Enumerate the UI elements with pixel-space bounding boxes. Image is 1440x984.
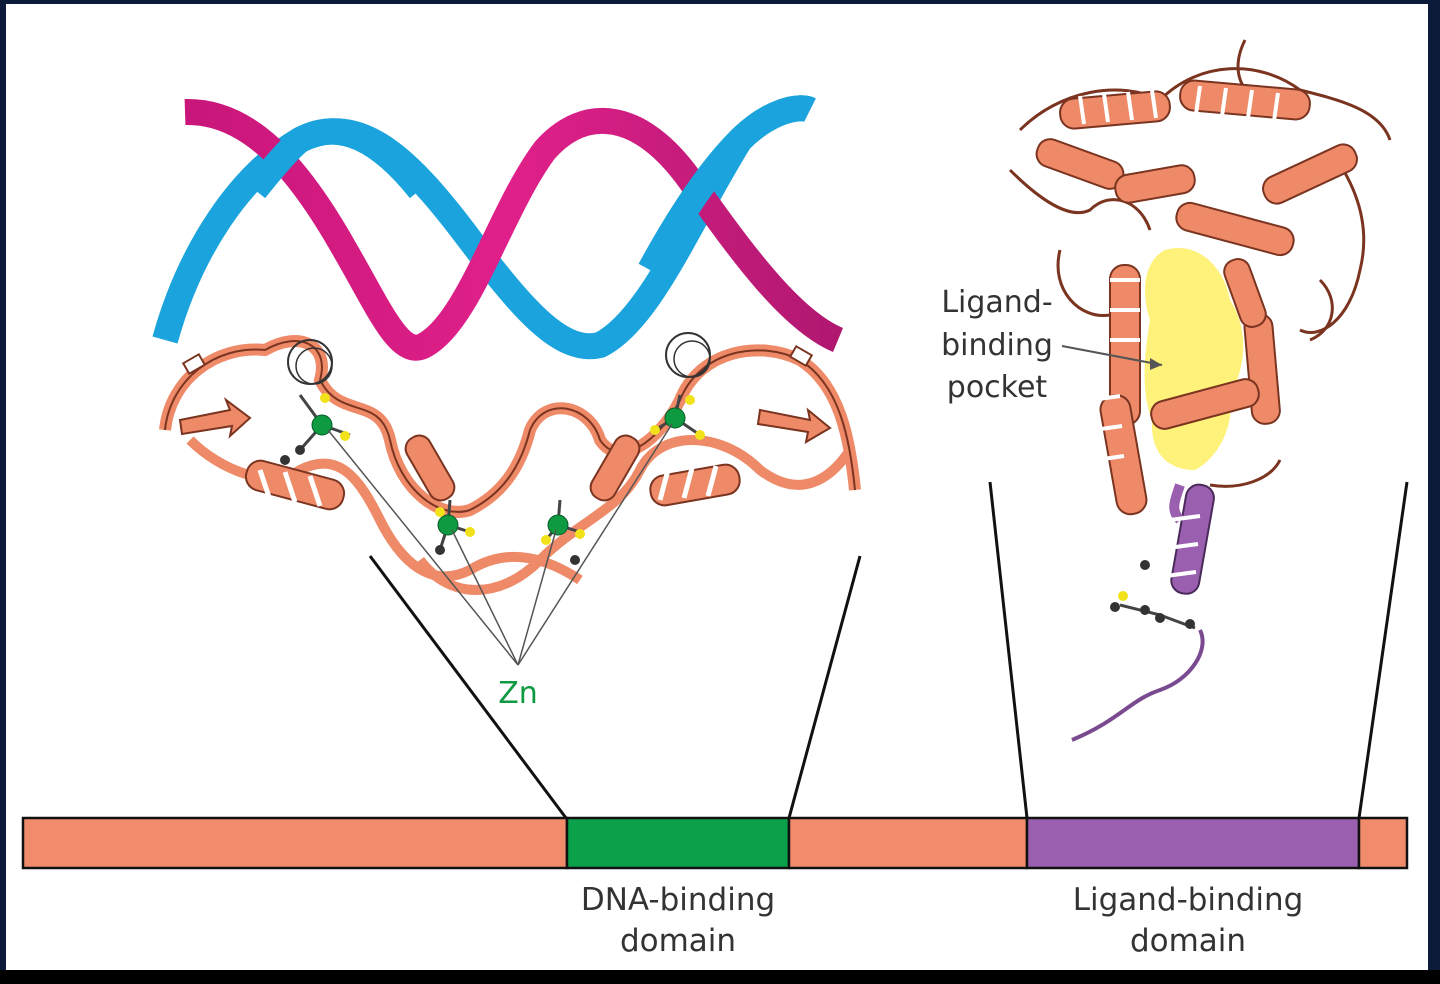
bar-segment-dna-binding xyxy=(565,816,791,870)
dbd-helix-left xyxy=(244,459,346,511)
dbd-helix-center-right xyxy=(589,434,641,502)
ligand-binding-domain-label-1: Ligand-binding xyxy=(1073,882,1304,918)
pocket-label-line-1: Ligand- xyxy=(941,285,1052,320)
bar-segment-n-terminal xyxy=(21,816,569,870)
dbd-strand-arrow-left xyxy=(178,397,252,439)
terminus-marker-right xyxy=(788,344,814,368)
protein-outline xyxy=(164,340,856,513)
zoom-line-dbd-right xyxy=(787,555,862,819)
helix-12 xyxy=(1071,483,1215,742)
domain-bar xyxy=(21,816,1409,870)
coil-ring-right xyxy=(665,332,711,378)
zinc-site-4 xyxy=(650,394,705,440)
zn-label: Zn xyxy=(498,676,538,711)
zoom-line-dbd-left xyxy=(368,555,568,819)
bottom-border xyxy=(0,970,1440,984)
pocket-pointer xyxy=(1061,345,1163,366)
ligand-binding-domain-label-2: domain xyxy=(1130,923,1246,959)
pocket-label-line-2: binding xyxy=(941,328,1053,363)
dna-strand-blue-front xyxy=(244,118,431,199)
c-terminal-tail xyxy=(1071,629,1205,742)
lbd-side-chains xyxy=(1110,560,1196,630)
bar-segment-ligand-binding xyxy=(1025,816,1361,870)
lbd-helices xyxy=(1035,79,1358,516)
dbd-strand-arrow-right xyxy=(756,407,832,444)
dna-strand-pink xyxy=(184,98,844,361)
terminus-marker-left xyxy=(181,352,207,376)
zoom-line-lbd-right xyxy=(1357,481,1409,819)
dna-binding-domain-label-1: DNA-binding xyxy=(581,882,775,918)
dbd-helix-center-left xyxy=(404,434,456,502)
ligand-binding-domain-structure xyxy=(1008,39,1392,742)
zinc-site-1 xyxy=(280,393,351,465)
protein-loop-3 xyxy=(416,435,855,595)
zinc-sites xyxy=(280,393,705,565)
pocket-label-line-3: pocket xyxy=(947,370,1048,405)
coil-ring-left-2 xyxy=(295,347,333,385)
zoom-line-lbd-left xyxy=(988,481,1029,819)
zoom-lines xyxy=(368,481,1409,819)
bar-segment-c-terminal xyxy=(1357,816,1409,870)
coil-ring-right-2 xyxy=(673,340,711,378)
dna-binding-domain-label-2: domain xyxy=(620,923,736,959)
zn-pointer-lines xyxy=(327,423,673,666)
zinc-site-2 xyxy=(435,499,475,555)
dna-helix xyxy=(152,95,844,361)
bar-segment-hinge xyxy=(787,816,1029,870)
zinc-site-3 xyxy=(541,499,585,565)
dna-strand-blue-front-2 xyxy=(638,95,816,277)
dna-binding-domain-structure xyxy=(159,332,861,595)
dbd-helix-right xyxy=(649,463,741,507)
